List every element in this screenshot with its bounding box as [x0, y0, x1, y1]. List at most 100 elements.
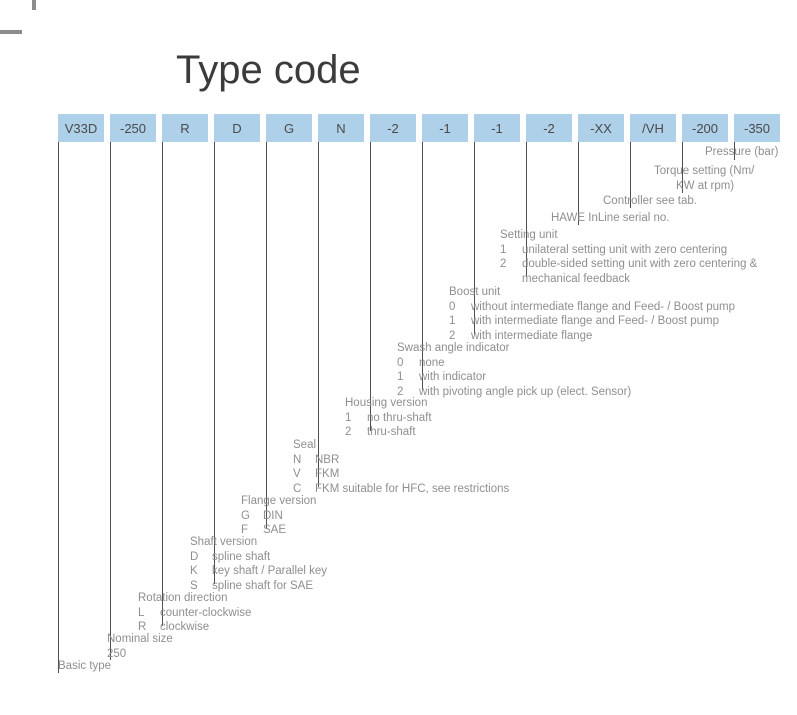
option-value: SAE	[263, 524, 287, 536]
annotation-continuation-nominal-size: 250	[107, 647, 127, 660]
option-key: R	[138, 621, 147, 633]
code-box-8[interactable]: -1	[474, 114, 520, 142]
code-box-0[interactable]: V33D	[58, 114, 104, 142]
code-box-2[interactable]: R	[162, 114, 208, 142]
annotation-header-pressure: Pressure (bar)	[705, 146, 779, 158]
annotation-header-basic-type: Basic type	[58, 660, 112, 672]
option-value: clockwise	[160, 621, 210, 633]
annotation-header-flange-version: Flange version	[241, 495, 317, 507]
option-key: 0	[449, 300, 456, 313]
code-box-9[interactable]: -2	[526, 114, 572, 142]
option-key: L	[138, 606, 145, 619]
option-value: with indicator	[419, 371, 487, 383]
option-key: K	[190, 565, 198, 577]
option-value: without intermediate flange and Feed- / …	[471, 300, 736, 313]
code-box-4[interactable]: G	[266, 114, 312, 142]
annotation-option-flange-version-g: G DIN	[241, 509, 316, 524]
registration-mark-horizontal	[0, 30, 22, 34]
option-value: thru-shaft	[367, 426, 416, 438]
option-key: 0	[397, 356, 404, 369]
option-key: 1	[345, 411, 352, 424]
page-title: Type code	[176, 48, 361, 92]
option-value: no thru-shaft	[367, 411, 432, 424]
leader-line-hawe-inline-serial-no	[578, 142, 579, 225]
option-key: 2	[500, 258, 507, 270]
code-box-3[interactable]: D	[214, 114, 260, 142]
leader-line-housing-version	[370, 142, 371, 431]
annotation-header-hawe-inline-serial-no: HAWE InLine serial no.	[551, 212, 670, 224]
annotation-header-seal: Seal	[293, 439, 317, 451]
code-box-13[interactable]: -350	[734, 114, 780, 142]
annotation-header-boost-unit: Boost unit	[449, 286, 501, 298]
annotation-header-torque-setting: Torque setting (Nm/	[654, 165, 755, 177]
annotation-torque-setting: Torque setting (Nm/KW at rpm)	[654, 164, 754, 193]
leader-line-basic-type	[58, 142, 59, 673]
code-box-11[interactable]: /VH	[630, 114, 676, 142]
option-value: DIN	[263, 509, 283, 522]
option-key: 2	[449, 329, 456, 342]
annotation-option-swash-angle-indicator-1: 1 with indicator	[397, 370, 631, 385]
option-value: spline shaft	[212, 550, 271, 563]
leader-line-swash-angle-indicator	[422, 142, 423, 390]
option-key: D	[190, 550, 199, 563]
annotation-option-seal-n: N NBR	[293, 453, 509, 468]
option-value: counter-clockwise	[160, 606, 252, 619]
annotation-pressure: Pressure (bar)	[705, 145, 779, 160]
code-box-5[interactable]: N	[318, 114, 364, 142]
leader-line-seal	[318, 142, 319, 487]
annotation-option-seal-c: C FKM suitable for HFC, see restrictions	[293, 482, 509, 497]
option-key: 1	[397, 371, 404, 383]
code-box-7[interactable]: -1	[422, 114, 468, 142]
code-box-6[interactable]: -2	[370, 114, 416, 142]
leader-line-torque-setting	[682, 142, 683, 193]
leader-line-flange-version	[266, 142, 267, 529]
option-key: N	[293, 453, 302, 466]
option-value: NBR	[315, 453, 340, 466]
annotation-header-nominal-size: Nominal size	[107, 633, 173, 645]
option-key: S	[190, 579, 198, 592]
registration-mark-vertical	[32, 0, 36, 10]
annotation-header-swash-angle-indicator: Swash angle indicator	[397, 342, 510, 354]
code-box-10[interactable]: -XX	[578, 114, 624, 142]
option-value: spline shaft for SAE	[212, 579, 313, 592]
annotation-option-housing-version-1: 1 no thru-shaft	[345, 411, 432, 426]
option-key: C	[293, 482, 302, 495]
annotation-continuation-setting-unit: mechanical feedback	[522, 272, 631, 285]
code-box-12[interactable]: -200	[682, 114, 728, 142]
leader-line-shaft-version	[214, 142, 215, 584]
annotation-controller: Controller see tab.	[603, 194, 697, 209]
annotation-continuation-torque-setting: KW at rpm)	[676, 179, 735, 192]
leader-line-rotation-direction	[162, 142, 163, 626]
code-box-1[interactable]: -250	[110, 114, 156, 142]
option-value: FKM suitable for HFC, see restrictions	[315, 482, 510, 495]
annotation-header-controller: Controller see tab.	[603, 195, 697, 207]
option-key: 1	[449, 315, 456, 327]
option-value: with pivoting angle pick up (elect. Sens…	[419, 385, 632, 398]
annotation-header-shaft-version: Shaft version	[190, 536, 258, 548]
annotation-header-rotation-direction: Rotation direction	[138, 592, 228, 604]
leader-line-boost-unit	[474, 142, 475, 334]
annotation-basic-type: Basic type	[58, 659, 111, 674]
leader-line-controller	[630, 142, 631, 208]
option-key: G	[241, 509, 250, 522]
leader-line-setting-unit	[526, 142, 527, 277]
annotation-option-boost-unit-0: 0 without intermediate flange and Feed- /…	[449, 300, 735, 315]
leader-line-pressure	[734, 142, 735, 160]
